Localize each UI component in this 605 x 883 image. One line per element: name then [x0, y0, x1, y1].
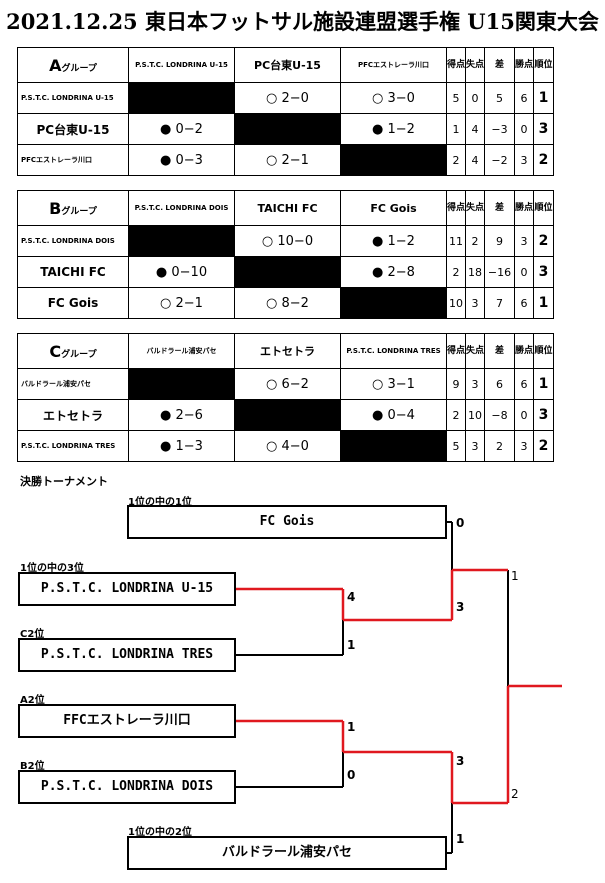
self-match-cell: [340, 287, 447, 319]
self-match-cell: [234, 399, 341, 431]
stat-gf: 10: [446, 287, 466, 319]
team-name: TAICHI FC: [17, 256, 129, 288]
match-result: ○ 2−1: [234, 144, 341, 176]
slot-1-score: 0: [456, 516, 465, 530]
match-result: ● 2−8: [340, 256, 447, 288]
team-name: エトセトラ: [17, 399, 129, 431]
slot-5-score: 0: [347, 768, 356, 782]
stat-gf: 11: [446, 225, 466, 257]
slot-1-label: 1位の中の1位: [128, 497, 192, 508]
match-result: ● 0−2: [128, 113, 235, 145]
slot-6-team: バルドラール浦安パセ: [127, 836, 447, 870]
slot-6-label: 1位の中の2位: [128, 827, 192, 838]
slot-4-label: A2位: [20, 695, 45, 706]
slot-2-score: 4: [347, 590, 356, 604]
semi-lower-score: 2: [511, 787, 519, 801]
match-result: ○ 2−1: [128, 287, 235, 319]
slot-4-score: 1: [347, 720, 356, 734]
match-result: ○ 3−0: [340, 82, 447, 114]
team-name: PFCエストレーラ川口: [17, 144, 129, 176]
column-team-header: PFCエストレーラ川口: [340, 47, 447, 83]
slot-2-team: P.S.T.C. LONDRINA U-15: [18, 572, 236, 606]
team-name: P.S.T.C. LONDRINA U-15: [17, 82, 129, 114]
team-name: PC台東U-15: [17, 113, 129, 145]
slot-3-team: P.S.T.C. LONDRINA TRES: [18, 638, 236, 672]
group-suffix: グループ: [61, 349, 97, 360]
match-result: ● 1−2: [340, 113, 447, 145]
column-stat-header: 差: [484, 190, 515, 226]
group-name: Cグループ: [17, 333, 129, 369]
match-result: ○ 4−0: [234, 430, 341, 462]
round2-upper-score: 3: [456, 600, 465, 614]
stat-rank: 3: [533, 399, 554, 431]
group-letter: B: [49, 198, 62, 218]
tournament-heading: 決勝トーナメント: [20, 475, 108, 488]
match-result: ● 0−4: [340, 399, 447, 431]
self-match-cell: [128, 82, 235, 114]
stat-rank: 1: [533, 368, 554, 400]
stat-rank: 3: [533, 256, 554, 288]
page-title: 2021.12.25 東日本フットサル施設連盟選手権 U15関東大会: [6, 9, 599, 34]
self-match-cell: [340, 430, 447, 462]
group-name: Aグループ: [17, 47, 129, 83]
slot-2-label: 1位の中の3位: [20, 563, 84, 574]
team-name: FC Gois: [17, 287, 129, 319]
match-result: ● 0−10: [128, 256, 235, 288]
team-name: P.S.T.C. LONDRINA TRES: [17, 430, 129, 462]
group-suffix: グループ: [61, 206, 97, 217]
slot-3-score: 1: [347, 638, 356, 652]
match-result: ○ 2−0: [234, 82, 341, 114]
stat-diff: 5: [484, 82, 515, 114]
stat-diff: 2: [484, 430, 515, 462]
stat-rank: 2: [533, 144, 554, 176]
match-result: ○ 8−2: [234, 287, 341, 319]
column-stat-header: 差: [484, 333, 515, 369]
match-result: ● 0−3: [128, 144, 235, 176]
self-match-cell: [128, 225, 235, 257]
round2-lower-score: 3: [456, 754, 465, 768]
column-team-header: エトセトラ: [234, 333, 341, 369]
column-team-header: バルドラール浦安パセ: [128, 333, 235, 369]
group-name: Bグループ: [17, 190, 129, 226]
slot-5-team: P.S.T.C. LONDRINA DOIS: [18, 770, 236, 804]
group-letter: A: [49, 55, 62, 75]
slot-1-team: FC Gois: [127, 505, 447, 539]
slot-6-score: 1: [456, 832, 465, 846]
slot-3-label: C2位: [20, 629, 45, 640]
stat-diff: 7: [484, 287, 515, 319]
group-letter: C: [49, 341, 62, 361]
match-result: ○ 10−0: [234, 225, 341, 257]
stat-rank: 2: [533, 225, 554, 257]
stat-diff: −3: [484, 113, 515, 145]
stat-diff: −2: [484, 144, 515, 176]
stat-ga: 18: [465, 256, 485, 288]
group-suffix: グループ: [61, 63, 97, 74]
self-match-cell: [340, 144, 447, 176]
slot-4-team: FFCエストレーラ川口: [18, 704, 236, 738]
stat-ga: 4: [465, 144, 485, 176]
slot-5-label: B2位: [20, 761, 45, 772]
semi-upper-score: 1: [511, 569, 519, 583]
stat-rank: 2: [533, 430, 554, 462]
match-result: ● 2−6: [128, 399, 235, 431]
stat-rank: 1: [533, 287, 554, 319]
